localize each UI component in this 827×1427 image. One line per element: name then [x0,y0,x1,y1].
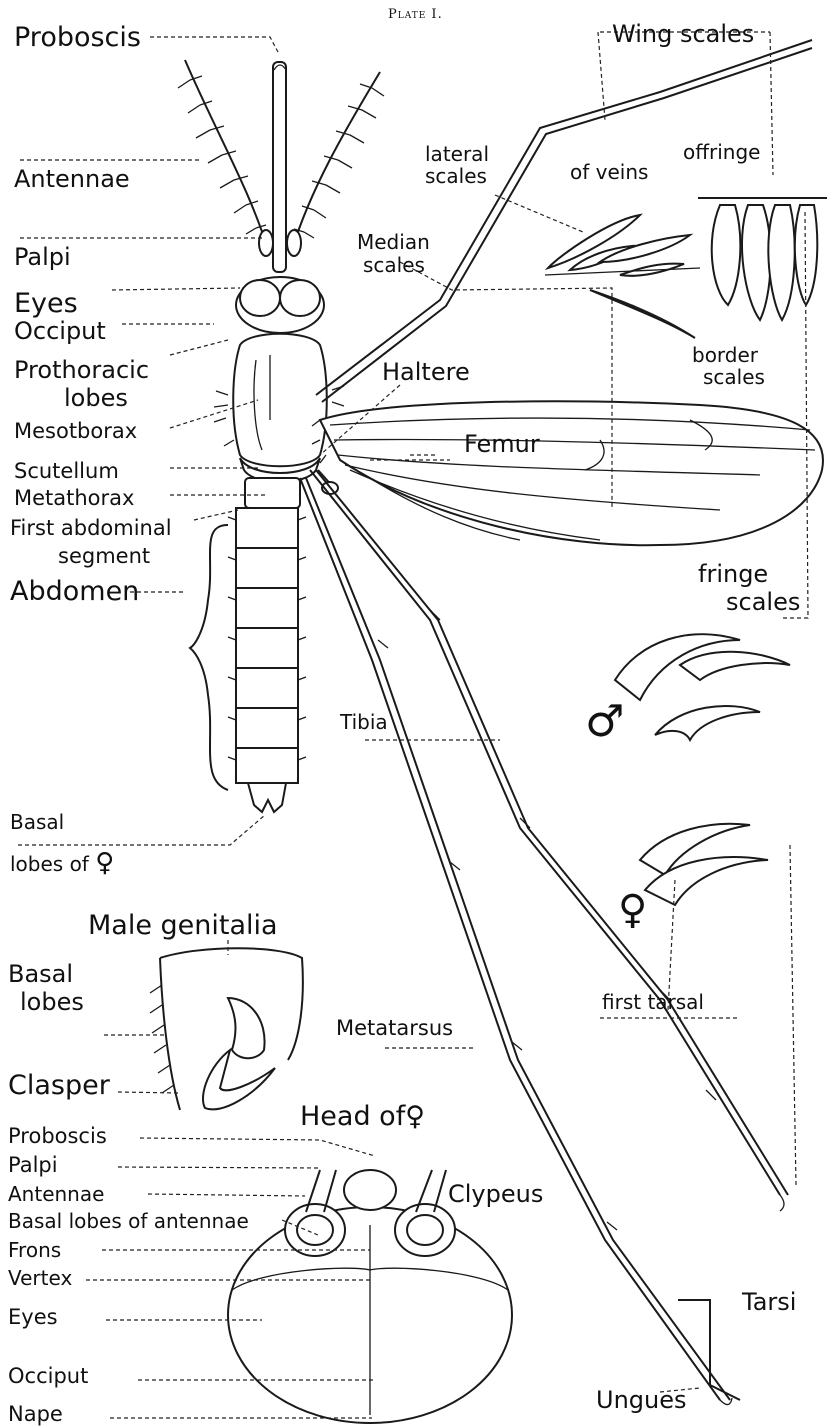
label-ungues: Ungues [596,1388,687,1412]
label-of-veins: of veins [570,162,648,182]
label-median-scales: scales [363,255,425,275]
label-proboscis: Proboscis [14,24,141,51]
label-femur: Femur [464,432,540,456]
male-symbol: ♂ [585,700,624,744]
label-head-eyes: Eyes [8,1307,58,1328]
label-mg-lobes: lobes [20,990,84,1014]
head-female-title-text: Head of [300,1101,405,1132]
label-first-abdominal: First abdominal [10,518,172,539]
male-genitalia-drawing [150,948,303,1110]
label-lobes-of-text: lobes of [10,852,89,876]
abdomen-brace [190,525,228,790]
label-tarsi: Tarsi [742,1290,796,1314]
label-lateral-scales: scales [425,166,487,186]
label-border: border [692,345,758,365]
tarsi-bracket [678,1300,740,1400]
head-drawing [236,277,324,333]
label-first-tarsal: first tarsal [602,992,704,1012]
abdomen-drawing [228,478,306,812]
label-lobes-of: lobes of ♀ [10,850,114,876]
label-abdomen: Abdomen [10,578,139,605]
label-tibia: Tibia [340,712,388,732]
vein-scales-drawing [545,215,700,338]
label-fringe-scales: scales [726,590,800,614]
female-symbol: ♀ [618,890,647,930]
label-head-basal-lobes: Basal lobes of antennae [8,1211,249,1231]
female-symbol-basal: ♀ [95,848,114,878]
label-wing-scales: Wing scales [612,22,754,46]
label-haltere: Haltere [382,360,470,384]
proboscis-drawing [273,62,286,272]
wing-drawing [312,401,823,545]
label-of-fringe: offringe [683,142,760,162]
haltere-drawing [318,470,338,494]
label-head-proboscis: Proboscis [8,1126,107,1147]
label-lateral: lateral [425,144,489,164]
fringe-scales-drawing [698,198,827,320]
label-mg-basal: Basal [8,962,73,986]
label-border-scales: scales [703,367,765,387]
head-female-title-symbol: ♀ [405,1101,425,1132]
label-mesothorax: Mesotborax [14,421,137,442]
label-head-antennae: Antennae [8,1184,104,1204]
label-prothoracic-lobes: lobes [64,386,128,410]
label-eyes: Eyes [14,290,78,317]
head-female-title: Head of♀ [300,1103,425,1130]
label-head-occiput: Occiput [8,1366,88,1387]
label-metatarsus: Metatarsus [336,1018,453,1039]
label-metathorax: Metathorax [14,488,134,509]
label-head-palpi: Palpi [8,1155,58,1176]
label-antennae: Antennae [14,167,130,191]
label-basal: Basal [10,812,64,832]
label-occiput: Occiput [14,319,106,343]
plate-title: Plate I. [388,8,443,21]
claws-drawing [615,634,790,905]
label-scutellum: Scutellum [14,461,119,482]
label-prothoracic: Prothoracic [14,358,149,382]
label-head-vertex: Vertex [8,1268,72,1288]
male-genitalia-title: Male genitalia [88,912,278,939]
label-median: Median [357,232,430,252]
label-head-nape: Nape [8,1404,63,1425]
label-fringe: fringe [698,562,768,586]
label-palpi: Palpi [14,245,71,269]
label-mg-clasper: Clasper [8,1072,110,1099]
label-head-clypeus: Clypeus [448,1182,543,1206]
label-segment: segment [58,546,150,567]
label-head-frons: Frons [8,1240,61,1260]
